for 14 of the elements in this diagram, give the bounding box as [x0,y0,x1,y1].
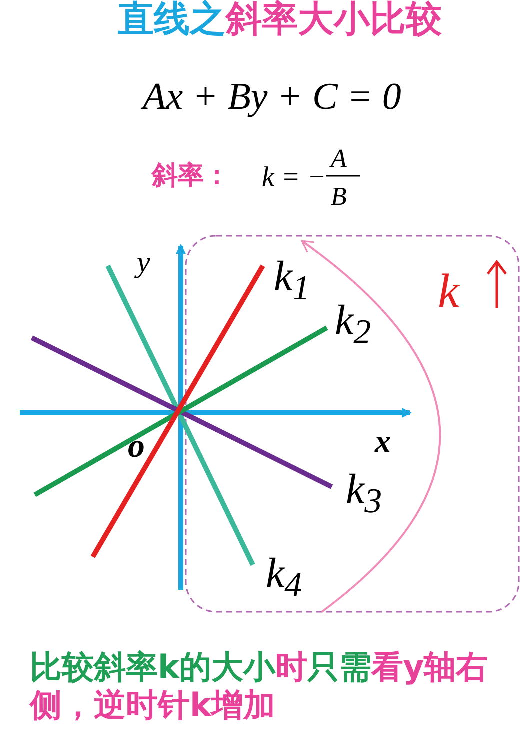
equation: Ax + By + C = 0 [143,78,402,116]
origin-label: o [128,430,145,464]
line-label: k$_{4}$ [266,553,302,602]
caption: 比较斜率k的大小时只需看y轴右侧，逆时针k增加 [30,648,490,724]
line-label: k$_{3}$ [346,469,382,518]
arrow-label: k [438,268,460,316]
slope-label: 斜率： [152,163,230,189]
line-label: k$_{2}$ [335,300,372,350]
axis-label: y [137,248,150,278]
equation: B [331,184,347,210]
equation: A [331,146,347,172]
equation: k = − [262,164,326,192]
line-label: k$_{1}$ [274,256,310,306]
axis-label: x [375,425,391,457]
